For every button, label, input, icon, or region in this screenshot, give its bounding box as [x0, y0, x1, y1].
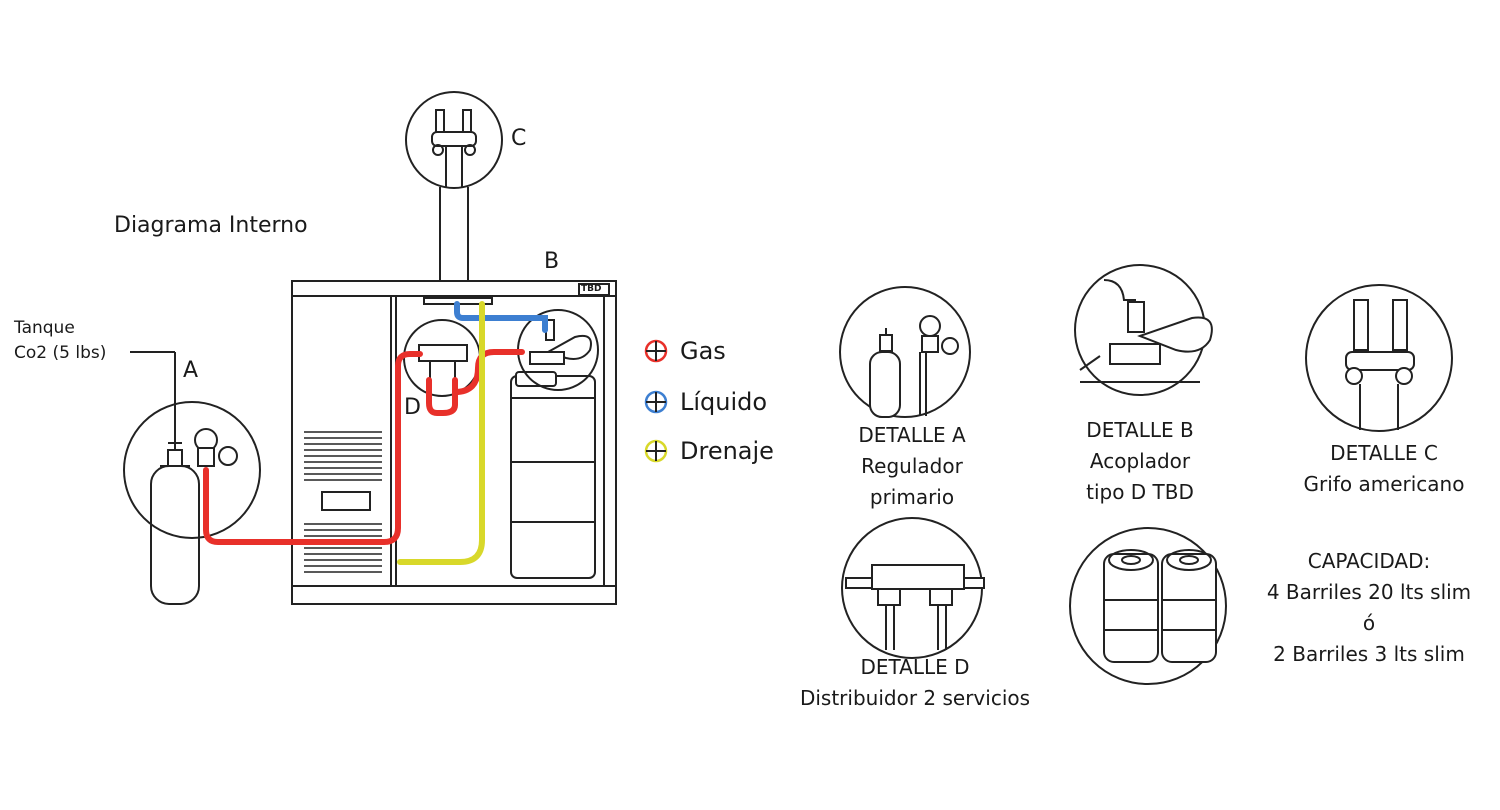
- coupler-circle: [517, 309, 599, 391]
- marker-a: A: [183, 358, 199, 383]
- detail-b-caption: DETALLE B Acoplador tipo D TBD: [1086, 415, 1194, 508]
- liquid-line: [454, 301, 548, 333]
- capacity-caption: CAPACIDAD: 4 Barriles 20 lts slim ó 2 Ba…: [1267, 546, 1471, 670]
- capacity-title: CAPACIDAD:: [1307, 549, 1431, 573]
- liquid-legend-icon: [644, 390, 668, 414]
- detail-d-caption: DETALLE D Distribuidor 2 servicios: [800, 652, 1030, 714]
- detail-d-title: DETALLE D: [860, 655, 970, 679]
- gas-legend-icon: [644, 339, 668, 363]
- capacity-illustration: [1069, 527, 1227, 685]
- detail-a-line2: Regulador: [861, 454, 963, 478]
- detail-c-title: DETALLE C: [1330, 441, 1438, 465]
- detail-d-illustration: [841, 517, 985, 659]
- diagram-title: Diagrama Interno: [114, 213, 308, 238]
- marker-c: C: [511, 126, 527, 151]
- detail-a-caption: DETALLE A Regulador primario: [858, 420, 965, 513]
- detail-c-circle: [405, 91, 503, 280]
- detail-b-illustration: [1074, 264, 1213, 396]
- legend-item-gas: Gas: [644, 337, 726, 365]
- marker-b: B: [544, 249, 560, 274]
- legend-label-gas: Gas: [680, 337, 726, 365]
- detail-b-line3: tipo D TBD: [1086, 480, 1194, 504]
- legend-label-liquido: Líquido: [680, 388, 768, 416]
- cabinet: [291, 280, 617, 605]
- detail-a-illustration: [839, 286, 971, 418]
- detail-c-illustration: [1305, 284, 1453, 432]
- tank-label-line2: Co2 (5 lbs): [14, 343, 107, 363]
- cabinet-keg: [510, 371, 596, 579]
- detail-a-title: DETALLE A: [858, 423, 966, 447]
- legend-label-drenaje: Drenaje: [680, 437, 774, 465]
- capacity-line4: 2 Barriles 3 lts slim: [1273, 642, 1465, 666]
- detail-c-caption: DETALLE C Grifo americano: [1304, 438, 1465, 500]
- legend-item-liquido: Líquido: [644, 388, 767, 416]
- detail-b-line2: Acoplador: [1089, 449, 1191, 473]
- capacity-line3: ó: [1362, 611, 1376, 635]
- gas-lines: [203, 349, 525, 545]
- capacity-line2: 4 Barriles 20 lts slim: [1266, 580, 1472, 604]
- distributor-circle: [403, 319, 481, 397]
- drain-legend-icon: [644, 439, 668, 463]
- co2-tank: [123, 351, 261, 605]
- detail-a-line3: primario: [869, 485, 955, 509]
- detail-d-line2: Distribuidor 2 servicios: [799, 686, 1031, 710]
- brand-plate: TBD: [581, 284, 602, 294]
- detail-b-title: DETALLE B: [1086, 418, 1194, 442]
- marker-d: D: [404, 395, 421, 420]
- legend-item-drenaje: Drenaje: [644, 437, 774, 465]
- tank-label-line1: Tanque: [14, 318, 75, 338]
- detail-c-line2: Grifo americano: [1303, 472, 1465, 496]
- drain-line: [397, 301, 485, 565]
